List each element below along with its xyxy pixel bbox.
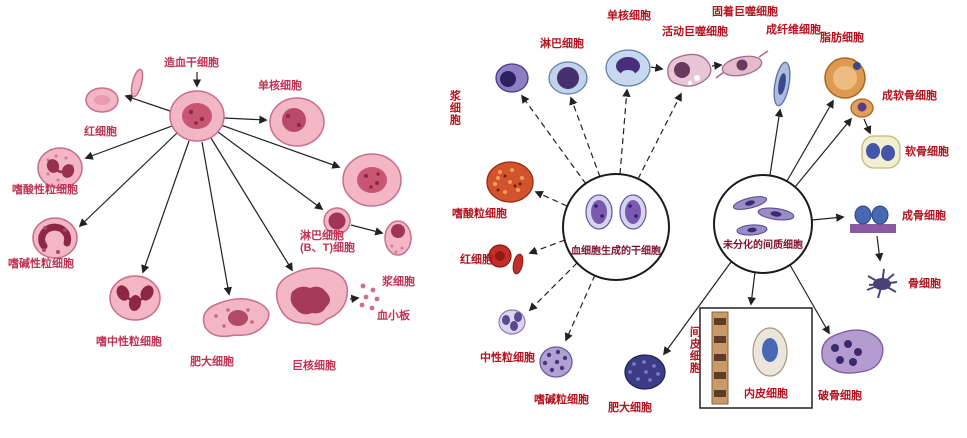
rbc-cell-right xyxy=(488,244,524,275)
label-lymphocyte-right: 淋巴细胞 xyxy=(540,38,584,50)
eosinophil-cell-right xyxy=(486,161,534,203)
right-diagram-dashed-arrows xyxy=(521,88,682,342)
label-monocyte-right: 单核细胞 xyxy=(607,10,651,22)
label-megakaryocyte-left: 巨核细胞 xyxy=(292,360,336,372)
label-active-macrophage: 活动巨噬细胞 xyxy=(662,26,728,38)
monocyte-cell-right xyxy=(605,49,651,87)
basophil-cell-right xyxy=(539,346,573,378)
fibroblast-cell xyxy=(773,61,791,107)
chondrocyte-cell xyxy=(861,135,901,169)
label-osteoclast: 破骨细胞 xyxy=(818,390,862,402)
left-diagram-cells xyxy=(32,68,412,338)
mast-cell-right xyxy=(624,354,666,390)
label-plasma-right: 浆细胞 xyxy=(448,90,461,126)
eosinophil-cell xyxy=(37,147,83,189)
label-hub-blood-stem: 血细胞生成的干细胞 xyxy=(571,246,661,257)
active-macrophage-cell xyxy=(667,53,712,87)
label-mesothelial: 间皮细胞 xyxy=(688,326,701,374)
label-mast-right: 肥大细胞 xyxy=(608,402,652,414)
label-chondroblast: 成软骨细胞 xyxy=(882,90,937,102)
label-fixed-macrophage: 固着巨噬细胞 xyxy=(712,6,778,18)
platelet-cluster xyxy=(359,283,380,311)
large-progenitor-cell xyxy=(342,153,402,207)
plasma-cell-left xyxy=(384,220,412,256)
label-lymphocyte-line1: 淋巴细胞 xyxy=(300,230,344,242)
mast-cell xyxy=(202,298,270,338)
fixed-macrophage-cell xyxy=(715,50,769,79)
lymphocyte-cell-right xyxy=(548,61,588,95)
monocyte-cell-left xyxy=(269,97,325,147)
hub-blood-stem-cell xyxy=(562,173,670,281)
neutrophil-cell xyxy=(109,275,161,321)
neutrophil-cell-right xyxy=(498,309,526,335)
rbc-cells xyxy=(85,68,144,113)
right-diagram-solid-arrows xyxy=(650,61,884,356)
label-lymphocyte-left: 淋巴细胞 (B、T)细胞 xyxy=(300,230,355,255)
label-osteoblast: 成骨细胞 xyxy=(902,210,946,222)
label-neutrophil-left: 嗜中性粒细胞 xyxy=(96,336,162,348)
chondroblast-cell xyxy=(850,98,874,118)
fat-cell xyxy=(824,57,866,99)
label-neutrophil-right: 中性粒细胞 xyxy=(480,352,535,364)
label-endothelial: 内皮细胞 xyxy=(744,388,788,400)
label-basophil-right: 嗜碱粒细胞 xyxy=(534,394,589,406)
osteocyte-cell xyxy=(866,268,898,299)
label-hub-mesenchymal: 未分化的间质细胞 xyxy=(723,240,803,251)
label-fat-cell: 脂肪细胞 xyxy=(820,32,864,44)
label-eosinophil-right: 嗜酸粒细胞 xyxy=(452,208,507,220)
label-platelet-left: 血小板 xyxy=(377,310,410,322)
left-diagram-arrows xyxy=(78,72,384,304)
label-fibroblast: 成纤维细胞 xyxy=(766,24,821,36)
label-eosinophil-left: 嗜酸性粒细胞 xyxy=(12,184,78,196)
label-plasma-left: 浆细胞 xyxy=(382,276,415,288)
osteoclast-cell xyxy=(821,329,884,374)
osteoblast-cell xyxy=(850,205,896,233)
label-chondrocyte: 软骨细胞 xyxy=(905,146,949,158)
label-hsc: 造血干细胞 xyxy=(164,57,219,69)
hub-mesenchymal-cell xyxy=(713,174,813,274)
label-rbc-left: 红细胞 xyxy=(84,126,117,138)
megakaryocyte-cell xyxy=(275,267,349,326)
label-monocyte-left: 单核细胞 xyxy=(258,80,302,92)
label-osteocyte: 骨细胞 xyxy=(908,278,941,290)
hsc-cell xyxy=(169,90,225,142)
right-diagram-cells xyxy=(486,49,901,409)
label-basophil-left: 嗜碱性粒细胞 xyxy=(8,258,74,270)
label-lymphocyte-line2: (B、T)细胞 xyxy=(300,242,355,255)
label-mast-left: 肥大细胞 xyxy=(190,356,234,368)
lymphocyte-cell xyxy=(323,207,351,235)
plasma-cell-right xyxy=(495,63,529,93)
label-rbc-right: 红细胞 xyxy=(460,254,493,266)
lining-cells-box xyxy=(699,307,813,409)
basophil-cell xyxy=(32,217,78,259)
